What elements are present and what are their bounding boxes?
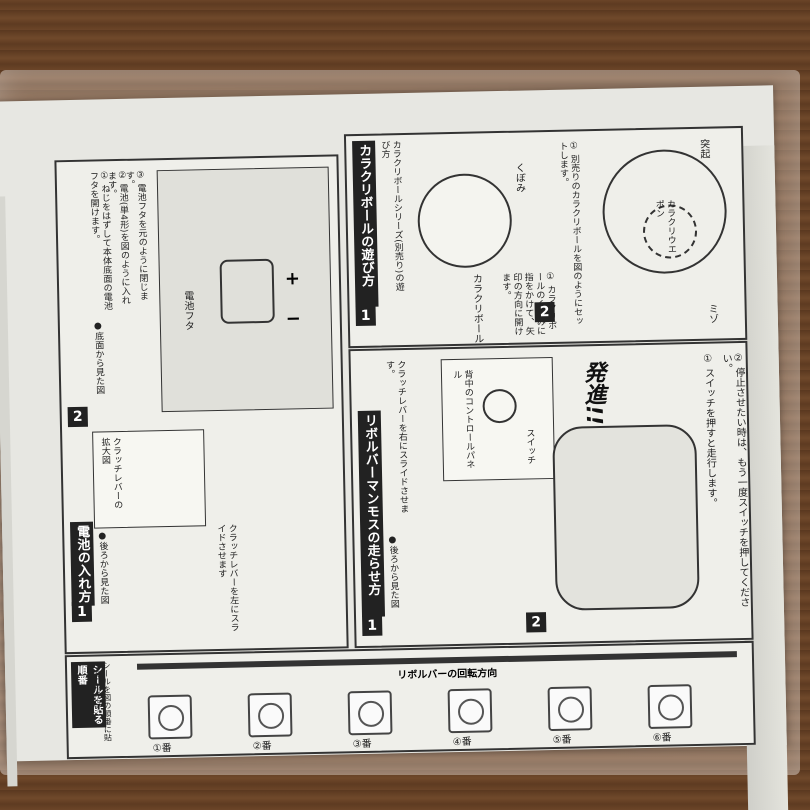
ball-title: カラクリボールの遊び方: [352, 140, 379, 308]
ball-note2: ① 別売りのカラクリボールを図のようにセットします。: [557, 141, 583, 326]
switch-label: スイッチ: [524, 428, 536, 465]
drive-step-1: 1: [362, 615, 383, 636]
kubomi-label: くぼみ: [513, 162, 525, 193]
battery-title: 電池の入れ方: [69, 521, 95, 607]
tokki-label: 突起: [697, 138, 710, 159]
seal-note: シールを図の順番に貼ってください。: [91, 661, 113, 742]
ball-step-1: 1: [355, 305, 376, 327]
drive-text2b: ② 停止させたい時は、もう一度スイッチを押してください。: [720, 352, 749, 608]
zoom-label: クラッチレバーの拡大図: [99, 437, 123, 510]
mammoth-drawing: [552, 423, 700, 611]
battery-instr-3: ③ 電池フタを元のように閉じます。: [123, 170, 148, 301]
battery-view: ●後ろから見た図: [97, 531, 109, 605]
seal-2: [247, 692, 293, 738]
ball-panel: 1 カラクリボールの遊び方 カラクリボールシリーズ(別売り)の遊び方 くぼみ カ…: [343, 125, 748, 349]
seal-1: [147, 694, 193, 740]
seal-6-label: ⑥番: [652, 732, 672, 744]
battery-panel: 1 電池の入れ方 ●後ろから見た図 クラッチレバーの拡大図 クラッチレバーを左に…: [54, 154, 349, 655]
panel-label: 背中のコントロールパネル: [451, 369, 475, 469]
seal-2-label: ②番: [252, 740, 272, 753]
instruction-sheet: 1 電池の入れ方 ●後ろから見た図 クラッチレバーの拡大図 クラッチレバーを左に…: [0, 85, 789, 810]
ball-drawing: [416, 172, 513, 269]
drive-step-2: 2: [525, 612, 547, 633]
seal-3-label: ③番: [352, 738, 372, 751]
ball-label: カラクリボール: [470, 273, 483, 344]
seal-4: [447, 688, 493, 734]
seal-5-label: ⑤番: [552, 734, 572, 747]
battery-compartment: [219, 258, 275, 324]
seal-5: [547, 686, 593, 732]
minus-sign: −: [285, 308, 302, 330]
battery-diagram: 電池フタ + −: [156, 166, 334, 413]
drive-text1: クラッチレバーを右にスライドさせます。: [383, 360, 409, 514]
seal-6: [647, 684, 693, 730]
seal-1-label: ①番: [152, 743, 172, 755]
lid-label: 電池フタ: [181, 290, 194, 331]
plus-sign: +: [284, 268, 301, 290]
plastic-bag: 1 電池の入れ方 ●後ろから見た図 クラッチレバーの拡大図 クラッチレバーを左に…: [0, 70, 800, 810]
battery-view2: ●底面から見た図: [92, 321, 105, 395]
rotation-label: リボルバーの回転方向: [397, 668, 498, 682]
weapon-label: カラクリウエポン: [653, 199, 676, 254]
control-panel-box: 背中のコントロールパネル スイッチ: [440, 356, 556, 482]
drive-view: ●後ろから見た図: [387, 535, 399, 609]
battery-step-2: 2: [67, 406, 88, 428]
seal-3: [347, 690, 393, 736]
mizo-label: ミゾ: [706, 303, 718, 324]
seal-4-label: ④番: [452, 736, 472, 749]
drive-text2a: ① スイッチを押すと走行します。: [702, 353, 717, 508]
ball-sub: カラクリボールシリーズ(別売り)の遊び方: [379, 140, 404, 292]
switch-icon: [482, 388, 517, 424]
seal-panel: シールを貼る順番 シールを図の順番に貼ってください。 リボルバーの回転方向 ①番…: [64, 640, 756, 760]
drive-title: リボルバーマンモスの走らせ方: [357, 410, 386, 617]
sheet-left-edge: [0, 196, 18, 787]
lever-text: クラッチレバーを左にスライドさせます: [215, 523, 239, 632]
manual-content: 1 電池の入れ方 ●後ろから見た図 クラッチレバーの拡大図 クラッチレバーを左に…: [53, 86, 756, 760]
battery-zoom-box: クラッチレバーの拡大図: [92, 429, 207, 529]
drive-panel: 1 リボルバーマンモスの走らせ方 ●後ろから見た図 クラッチレバーを右にスライド…: [348, 340, 754, 649]
ball-step-2: 2: [534, 301, 555, 323]
start-badge: 発進!!: [579, 360, 607, 426]
